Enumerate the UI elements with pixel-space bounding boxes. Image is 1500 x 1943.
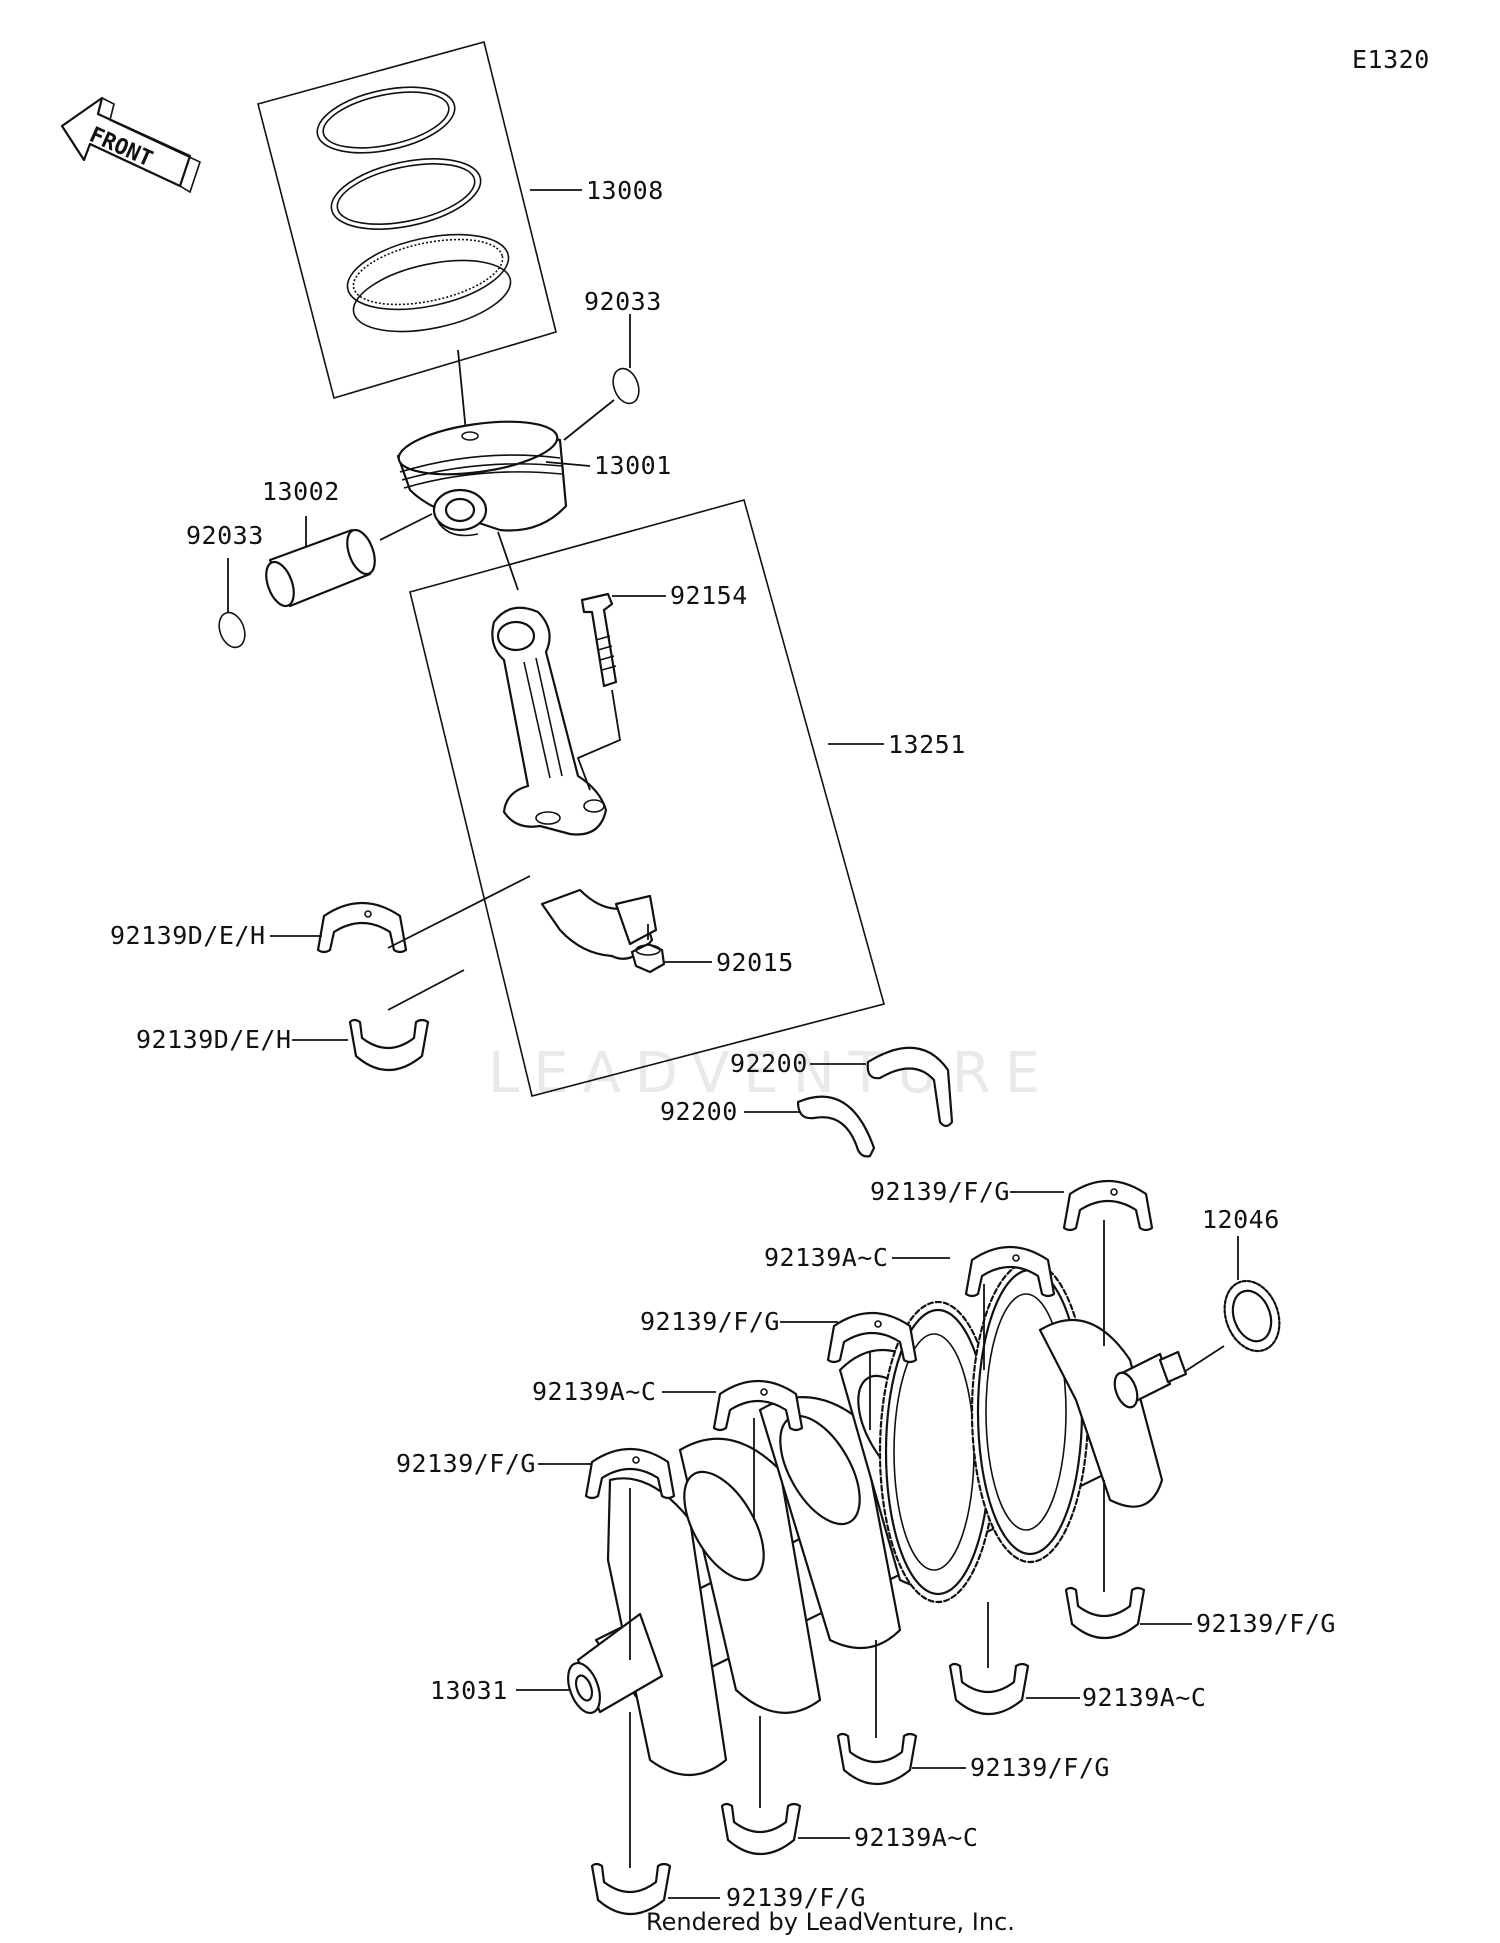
label-13001: 13001 [594, 451, 672, 480]
needle-bearing-icon [1223, 1279, 1281, 1353]
main-bearing-lower-3-icon [836, 1732, 918, 1786]
rod-nut-icon [630, 942, 666, 974]
label-main-upper-1: 92139/F/G [870, 1177, 1010, 1206]
footer-text: Rendered by LeadVenture, Inc. [646, 1908, 1015, 1936]
rod-bearing-lower-icon [348, 1018, 430, 1072]
piston-icon [396, 420, 568, 537]
label-92139DEH-upper: 92139D/E/H [110, 921, 266, 950]
leader-rod-bearing-lower [387, 969, 465, 1011]
label-12046: 12046 [1202, 1205, 1280, 1234]
label-main-upper-4: 92139A~C [532, 1377, 656, 1406]
label-main-lower-4: 92139A~C [854, 1823, 978, 1852]
label-main-lower-1: 92139/F/G [1196, 1609, 1336, 1638]
label-92154: 92154 [670, 581, 748, 610]
leader-rod-bearing-upper [387, 875, 531, 949]
label-13251: 13251 [888, 730, 966, 759]
leader-pin-to-piston [379, 513, 433, 541]
leader-piston-to-rod [497, 531, 519, 591]
leader-needle-to-crank [1183, 1345, 1225, 1373]
label-92033-left: 92033 [186, 521, 264, 550]
label-92033-right: 92033 [584, 287, 662, 316]
main-bearing-lower-1-icon [1064, 1586, 1146, 1640]
thrust-washer-lower-icon [796, 1095, 876, 1158]
label-13002: 13002 [262, 477, 340, 506]
label-13031: 13031 [430, 1676, 508, 1705]
diagram-code: E1320 [1352, 45, 1430, 74]
label-92015: 92015 [716, 948, 794, 977]
label-main-upper-2: 92139A~C [764, 1243, 888, 1272]
label-main-lower-2: 92139A~C [1082, 1683, 1206, 1712]
piston-ring-set-icon [257, 41, 557, 400]
label-13008: 13008 [586, 176, 664, 205]
main-bearing-lower-2-icon [948, 1662, 1030, 1716]
main-bearing-lower-4-icon [720, 1802, 802, 1856]
leader-ring-to-piston [457, 349, 467, 433]
leader-13001 [545, 461, 591, 467]
leader-circlip-to-piston [563, 399, 615, 441]
label-92139DEH-lower: 92139D/E/H [136, 1025, 292, 1054]
front-arrow-icon: FRONT [60, 96, 201, 194]
main-bearing-lower-5-icon [590, 1862, 672, 1916]
label-main-upper-5: 92139/F/G [396, 1449, 536, 1478]
label-main-lower-5: 92139/F/G [726, 1883, 866, 1912]
circlip-right-icon [612, 367, 640, 405]
circlip-left-icon [218, 611, 246, 649]
rod-cap-icon [540, 888, 658, 960]
connecting-rod-icon [491, 606, 608, 836]
rod-bolt-icon [580, 592, 618, 688]
label-92200-upper: 92200 [730, 1049, 808, 1078]
connecting-rod-box [409, 499, 885, 1097]
leader-bolt-to-rod [576, 689, 621, 791]
main-bearing-upper-4-icon [712, 1379, 804, 1432]
piston-pin-icon [265, 528, 376, 608]
main-bearing-upper-1-icon [1062, 1179, 1154, 1232]
crankshaft-icon [567, 1260, 1188, 1777]
label-main-lower-3: 92139/F/G [970, 1753, 1110, 1782]
label-main-upper-3: 92139/F/G [640, 1307, 780, 1336]
thrust-washer-upper-icon [866, 1046, 954, 1128]
label-92200-lower: 92200 [660, 1097, 738, 1126]
